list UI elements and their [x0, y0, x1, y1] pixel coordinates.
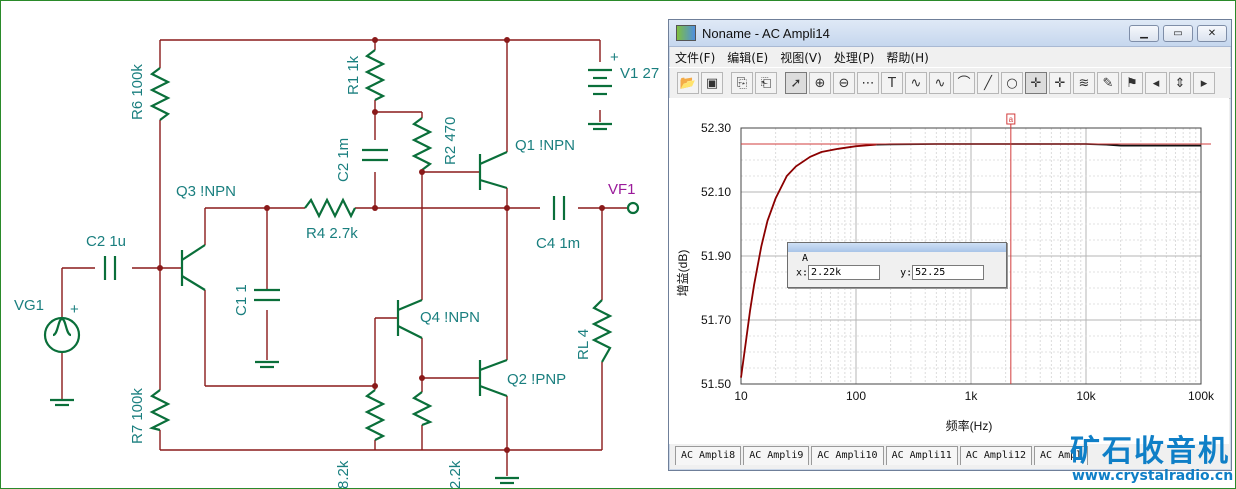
- close-button[interactable]: ✕: [1197, 24, 1227, 42]
- cursor-name: A: [802, 253, 809, 264]
- curve-icon[interactable]: ⌒: [953, 72, 975, 94]
- trace-alt-icon[interactable]: ∿: [929, 72, 951, 94]
- circle-icon[interactable]: ○: [1001, 72, 1023, 94]
- line-icon[interactable]: ╱: [977, 72, 999, 94]
- y-tick-label: 51.90: [701, 249, 731, 263]
- x-axis-label: 频率(Hz): [946, 418, 993, 433]
- cursor-y-label: y:: [900, 267, 913, 279]
- label-v1: V1 27: [620, 65, 659, 82]
- marker-icon[interactable]: ✎: [1097, 72, 1119, 94]
- x-tick-label: 1k: [965, 389, 979, 403]
- analysis-tabs: AC Ampli8 AC Ampli9 AC Ampli10 AC Ampli1…: [675, 446, 1090, 465]
- zoom-in-icon[interactable]: ⊕: [809, 72, 831, 94]
- tab-ampli8[interactable]: AC Ampli8: [675, 446, 742, 465]
- add-curve-icon[interactable]: ≋: [1073, 72, 1095, 94]
- x-tick-label: 10: [734, 389, 748, 403]
- toolbar: 📂 ▣ ⎘ ⎗ ➚ ⊕ ⊖ ⋯ T ∿ ∿ ⌒ ╱ ○ ✛ ✛ ≋ ✎ ⚑ ◂ …: [669, 67, 1231, 99]
- menu-process[interactable]: 处理(P): [833, 50, 875, 65]
- save-icon[interactable]: ▣: [701, 72, 723, 94]
- y-tick-label: 51.50: [701, 377, 731, 391]
- x-tick-label: 100k: [1188, 389, 1215, 403]
- cursor-x-label: x:: [796, 267, 809, 279]
- series-line-0: [740, 143, 877, 378]
- schematic-junctions: [157, 37, 605, 453]
- menu-file[interactable]: 文件(F): [675, 50, 716, 65]
- label-vg1: VG1: [14, 297, 44, 314]
- analysis-window[interactable]: Noname - AC Ampli14 ▁ ▭ ✕ 文件(F) 编辑(E) 视图…: [668, 19, 1232, 471]
- chevron-left-icon[interactable]: ◂: [1145, 72, 1167, 94]
- watermark-url: www.crystalradio.cn: [1072, 468, 1234, 484]
- cursor-readout-panel[interactable]: A x:2.22k y:52.25: [787, 242, 1007, 288]
- cursor-a-icon[interactable]: ✛: [1025, 72, 1047, 94]
- schematic-components: [43, 49, 640, 485]
- watermark-logo-text: 矿石收音机: [1070, 434, 1230, 469]
- label-c2-1u: C2 1u: [86, 233, 126, 250]
- label-q1: Q1 !NPN: [515, 137, 575, 154]
- label-r2: R2 470: [442, 117, 459, 165]
- menu-help[interactable]: 帮助(H): [886, 50, 929, 65]
- window-title: Noname - AC Ampli14: [702, 25, 830, 41]
- cursor-row: x:2.22k y:52.25: [796, 265, 985, 280]
- open-folder-icon[interactable]: 📂: [677, 72, 699, 94]
- y-tick-label: 52.10: [701, 185, 731, 199]
- menu-view[interactable]: 视图(V): [780, 50, 822, 65]
- chevron-updown-icon[interactable]: ⇕: [1169, 72, 1191, 94]
- app-icon: [676, 25, 696, 41]
- zoom-out-icon[interactable]: ⊖: [833, 72, 855, 94]
- x-tick-label: 100: [846, 389, 866, 403]
- label-r82: 8.2k: [335, 460, 352, 489]
- grid-icon[interactable]: ⋯: [857, 72, 879, 94]
- text-icon[interactable]: T: [881, 72, 903, 94]
- label-source-plus: +: [70, 301, 79, 318]
- label-c4: C4 1m: [536, 235, 580, 252]
- chevron-right-icon[interactable]: ▸: [1193, 72, 1215, 94]
- chart-axes: 10 100 1k 10k 100k 52.30 52.10 51.90 51.70 51.50: [701, 121, 1215, 403]
- cursor-marker: [1006, 113, 1016, 125]
- trace-icon[interactable]: ∿: [905, 72, 927, 94]
- label-r22: 2.2k: [447, 460, 464, 489]
- maximize-button[interactable]: ▭: [1163, 24, 1193, 42]
- y-tick-label: 51.70: [701, 313, 731, 327]
- menu-edit[interactable]: 编辑(E): [727, 50, 769, 65]
- x-tick-label: 10k: [1076, 389, 1096, 403]
- paste-icon[interactable]: ⎗: [755, 72, 777, 94]
- label-c1: C1 1: [233, 284, 250, 316]
- label-r4: R4 2.7k: [306, 225, 358, 242]
- plot-frame: [740, 127, 1202, 385]
- label-rl4: RL 4: [575, 329, 592, 360]
- label-r1: R1 1k: [345, 55, 362, 95]
- schematic-labels: R6 100k R1 1k C2 1m R2 470 Q1 !NPN V1 27…: [14, 49, 659, 489]
- title-bar[interactable]: Noname - AC Ampli14 ▁ ▭ ✕: [669, 20, 1231, 47]
- label-q2: Q2 !PNP: [507, 371, 566, 388]
- menu-bar: 文件(F) 编辑(E) 视图(V) 处理(P) 帮助(H): [669, 47, 1231, 67]
- label-c2: C2 1m: [335, 138, 352, 182]
- cursor-x-field[interactable]: 2.22k: [808, 265, 881, 280]
- tab-ampli12[interactable]: AC Ampli12: [959, 446, 1033, 465]
- pointer-icon[interactable]: ➚: [785, 72, 807, 94]
- label-q4: Q4 !NPN: [420, 309, 480, 326]
- tab-ampli13[interactable]: AC Ampl: [1034, 446, 1089, 465]
- cursor-marker-label: a: [1009, 115, 1014, 124]
- label-q3: Q3 !NPN: [176, 183, 236, 200]
- label-vf1: VF1: [608, 181, 636, 198]
- label-battery-plus: +: [610, 49, 619, 66]
- flag-icon[interactable]: ⚑: [1121, 72, 1143, 94]
- chart-cursor[interactable]: a: [741, 113, 1211, 384]
- copy-icon[interactable]: ⎘: [731, 72, 753, 94]
- cursor-b-icon[interactable]: ✛: [1049, 72, 1071, 94]
- label-r6: R6 100k: [129, 64, 146, 120]
- tab-ampli9[interactable]: AC Ampli9: [743, 446, 810, 465]
- minimize-button[interactable]: ▁: [1129, 24, 1159, 42]
- y-tick-label: 52.30: [701, 121, 731, 135]
- y-axis-label: 增益(dB): [676, 250, 690, 297]
- cursor-y-field[interactable]: 52.25: [912, 265, 985, 280]
- tab-ampli10[interactable]: AC Ampli10: [811, 446, 884, 465]
- tab-ampli11[interactable]: AC Ampli11: [885, 446, 958, 465]
- label-r7: R7 100k: [129, 388, 146, 444]
- schematic-wires: [61, 39, 628, 476]
